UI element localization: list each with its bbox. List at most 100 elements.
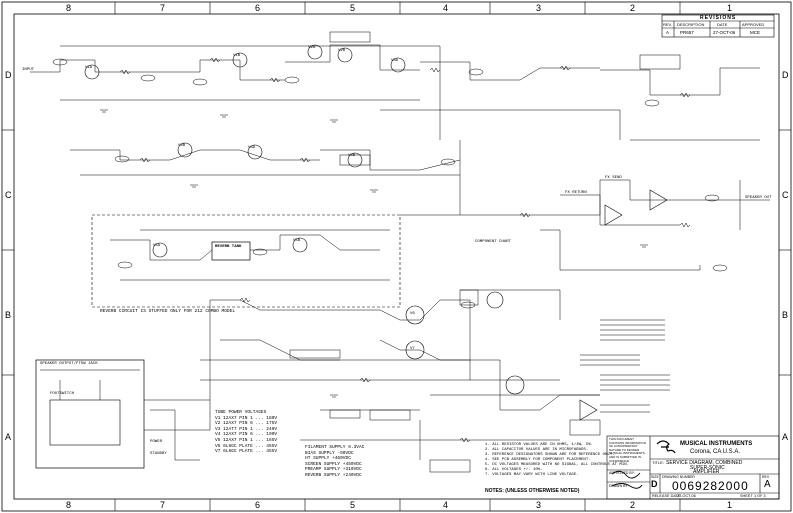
rev-header-desc: DESCRIPTION [677,22,705,27]
tube-chart-line: V2 12AX7 PIN 6 ... 175V [215,421,278,427]
row-label-right-a: A [782,432,789,442]
tube-ref-v4b: V4B [348,154,356,158]
approved-by-label: APPROVED BY: [609,471,635,475]
notes-block: 1. ALL RESISTOR VALUES ARE IN OHMS, 1/4W… [485,443,629,478]
row-label-left-a: A [5,432,12,442]
tube-chart-line: V7 6L6GC PLATE ... 455V [215,449,278,455]
title-line-2: SUPER-SONIC [690,465,725,471]
release-label: RELEASE DATE: [652,494,682,498]
title-line-3: AMPLIFIER [693,469,720,475]
supply-chart-line: REVERB SUPPLY +240VDC [305,472,362,478]
note-line: 1. ALL RESISTOR VALUES ARE IN OHMS, 1/4W… [485,443,594,447]
rev-header-approved: APPROVED [742,22,765,27]
supply-chart-line: SCREEN SUPPLY +450VDC [305,461,362,467]
tube-ref-v3b: V3B [178,144,186,148]
title-label: TITLE: [652,460,665,465]
left-jack-inner [49,399,121,446]
fx-send-label: FX SEND [605,176,622,180]
rev-row-date: 27-OCT-06 [713,30,736,35]
title-block-frame [606,435,780,500]
tube-chart-line: V6 6L6GC PLATE ... 455V [215,443,278,449]
drawing-number-label: DRAWING NUMBER [662,475,695,479]
col-label-top-6: 6 [255,3,261,13]
size-label: SIZE [651,475,659,479]
col-label-top-7: 7 [160,3,166,13]
tube-chart-line: V1 12AX7 PIN 1 ... 180V [215,415,278,421]
left-box-title: SPEAKER OUTPUT/FTSW JACK [40,362,98,366]
rev-label: REV [762,475,770,479]
rev-row-rev: A [666,30,670,35]
standby-label: STANDBY [150,452,167,456]
rev-header-rev: REV. [663,22,672,27]
supply-chart-line: PREAMP SUPPLY +310VDC [305,467,362,473]
power-tube-v7: V7 [410,347,415,351]
ground-symbols [100,109,648,398]
tube-chart-line: V5 12AX7 PIN 1 ... 165V [215,437,278,443]
note-line: 7. VOLTAGES MAY VARY WITH LINE VOLTAGE. [485,473,579,477]
rev-value: A [764,479,771,490]
sheet-value: 1 OF 3 [754,494,766,498]
schematic-wiring [30,44,770,461]
col-label-bottom-3: 3 [536,500,542,510]
company-location: Corona, CA U.S.A. [690,449,741,455]
signature-mark [611,470,643,489]
supply-chart-line: HT SUPPLY +460VDC [305,456,351,462]
tube-ref-v2b: V2B [338,49,346,53]
component-chart-label: COMPONENT CHART [475,240,512,244]
note-line: 6. ALL VOLTAGES +/- 10%. [485,468,543,472]
rev-row-desc: PR657 [680,30,694,35]
drawing-number: 0069282000 [672,479,749,493]
col-label-top-3: 3 [536,3,542,13]
notes-heading: NOTES: (UNLESS OTHERWISE NOTED) [485,488,580,494]
tube-ref-v5a: V5A [153,244,161,248]
supply-chart-line: BIAS SUPPLY -50VDC [305,450,354,456]
size-value: D [651,479,658,489]
col-label-bottom-6: 6 [255,500,261,510]
col-label-bottom-1: 1 [727,500,733,510]
sheet-label: SHEET [740,494,753,498]
supply-chart-line: FILAMENT SUPPLY 6.3VAC [305,445,365,450]
reverb-tank-symbol [211,241,251,261]
left-jack-box [35,359,145,469]
company-name: MUSICAL INSTRUMENTS [680,441,753,447]
release-value: 27-OCT-06 [677,494,696,498]
resistor-symbols [119,57,691,443]
power-label: POWER [150,440,163,444]
reverb-note: REVERB CIRCUIT IS STUFFED ONLY FOR 212 C… [100,309,236,314]
row-label-left-b: B [5,310,12,320]
drawn-by-label: DRAWN BY: [609,484,629,488]
col-label-bottom-7: 7 [160,500,166,510]
tube-ref-v5b: V5B [293,239,301,243]
tube-chart: TUBE POWER VOLTAGES V1 12AX7 PIN 1 ... 1… [215,410,277,455]
tube-ref-v3a: V3A [391,59,399,63]
row-label-right-c: C [782,190,789,200]
confidential-notice: THIS DOCUMENT CONTAINS INFORMATION OF A … [609,437,646,463]
tube-symbols [84,44,525,395]
col-label-top-8: 8 [66,3,72,13]
col-label-top-5: 5 [350,3,356,13]
row-label-right-d: D [782,70,789,80]
tube-ref-v1b: V1B [233,54,241,58]
speaker-out-label: SPEAKER OUT [745,196,772,200]
footswitch-label: FOOTSWITCH [50,392,75,396]
input-label: INPUT [22,68,35,72]
row-label-right-b: B [782,310,789,320]
rev-row-approved: MCE [750,30,760,35]
tube-chart-line: V3 12AT7 PIN 1 ... 240V [215,426,278,432]
reverb-dashed-box [91,214,401,308]
fender-logo [656,440,676,454]
tube-chart-line: TUBE POWER VOLTAGES [215,410,267,415]
title-line-1: SERVICE DIAGRAM, COMBINED [666,460,743,466]
col-label-bottom-4: 4 [443,500,449,510]
revisions-title: REVISIONS [700,15,737,21]
note-line: 5. DC VOLTAGES MEASURED WITH NO SIGNAL, … [485,463,630,467]
col-label-bottom-8: 8 [66,500,72,510]
note-line: 4. SEE PCB ASSEMBLY FOR COMPONENT PLACEM… [485,458,591,462]
connector-boxes [289,31,681,473]
revisions-table [661,14,775,38]
fx-return-label: FX RETURN [565,191,587,195]
callout-ovals [52,58,728,309]
